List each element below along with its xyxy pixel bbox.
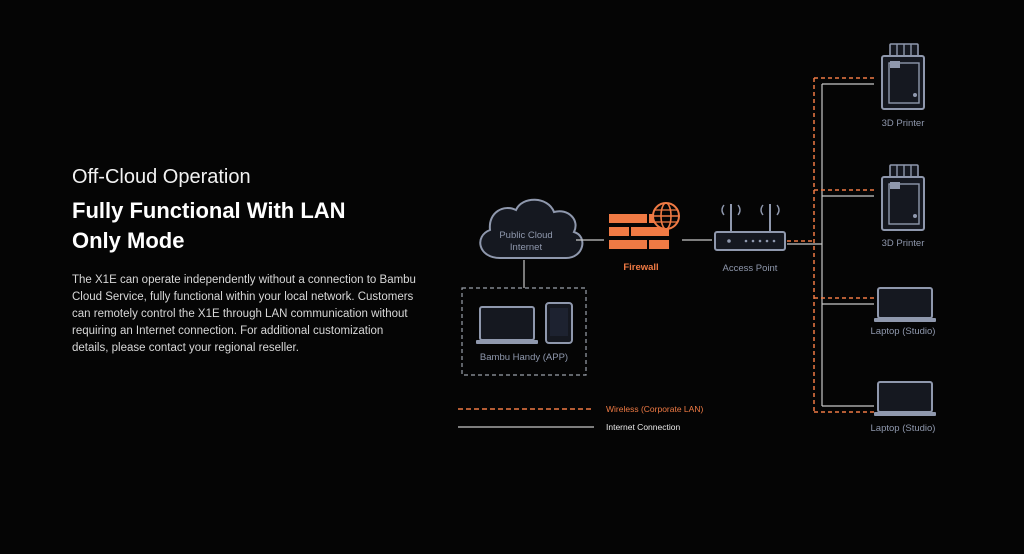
access-point-icon [714,204,786,251]
laptop-icon [476,306,538,344]
intro-text-block: Off-Cloud Operation Fully Functional Wit… [72,164,417,357]
headline-line-1: Fully Functional With LAN [72,198,346,223]
laptop-icon [874,381,936,416]
headline-line-2: Only Mode [72,228,185,253]
device-label-1: 3D Printer [882,118,925,129]
printer-icon [881,43,925,110]
app-group-box [461,287,587,376]
app-label: Bambu Handy (APP) [480,352,568,363]
cloud-label-line-1: Public Cloud [499,230,552,241]
globe-icon [652,202,680,230]
legend-internet-label: Internet Connection [606,422,680,432]
device-label-4: Laptop (Studio) [871,423,936,434]
firewall-label: Firewall [623,262,658,273]
section-body: The X1E can operate independently withou… [72,274,416,354]
cloud-icon [479,198,584,259]
laptop-icon [874,287,936,322]
section-eyebrow: Off-Cloud Operation [72,166,251,188]
legend: Wireless (Corporate LAN) Internet Connec… [458,404,703,432]
legend-wireless-label: Wireless (Corporate LAN) [606,404,703,414]
phone-icon [545,302,573,344]
device-label-2: 3D Printer [882,238,925,249]
cloud-label-line-2: Internet [510,242,543,253]
access-point-label: Access Point [723,263,778,274]
device-label-3: Laptop (Studio) [871,326,936,337]
printer-icon [881,164,925,231]
section-headline: Fully Functional With LAN Only Mode [72,196,417,256]
